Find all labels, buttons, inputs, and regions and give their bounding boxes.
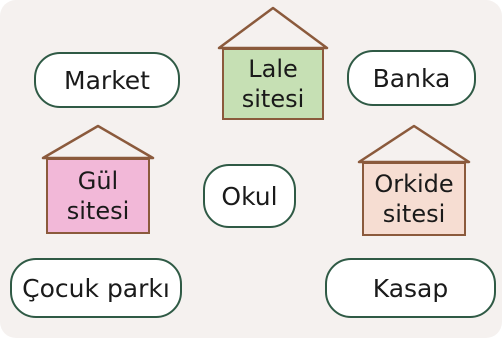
place-market: Market [34, 52, 180, 108]
roof-icon [41, 124, 155, 160]
house-body: Orkide sitesi [362, 162, 466, 236]
roof-icon [217, 6, 329, 50]
house-name: Lale [248, 55, 298, 83]
house-body: Gül sitesi [46, 158, 150, 234]
house-type: sitesi [382, 200, 446, 228]
place-cocuk-parki: Çocuk parkı [10, 258, 182, 318]
house-orkide-sitesi: Orkide sitesi [357, 124, 471, 236]
place-okul: Okul [203, 164, 296, 228]
house-name: Gül [77, 167, 119, 195]
place-kasap: Kasap [325, 258, 496, 318]
house-body: Lale sitesi [222, 48, 324, 120]
roof-icon [357, 124, 471, 164]
place-banka: Banka [347, 50, 476, 106]
house-gul-sitesi: Gül sitesi [41, 124, 155, 234]
house-type: sitesi [66, 197, 130, 225]
house-name: Orkide [374, 170, 454, 198]
house-lale-sitesi: Lale sitesi [217, 6, 329, 120]
house-type: sitesi [241, 85, 305, 113]
